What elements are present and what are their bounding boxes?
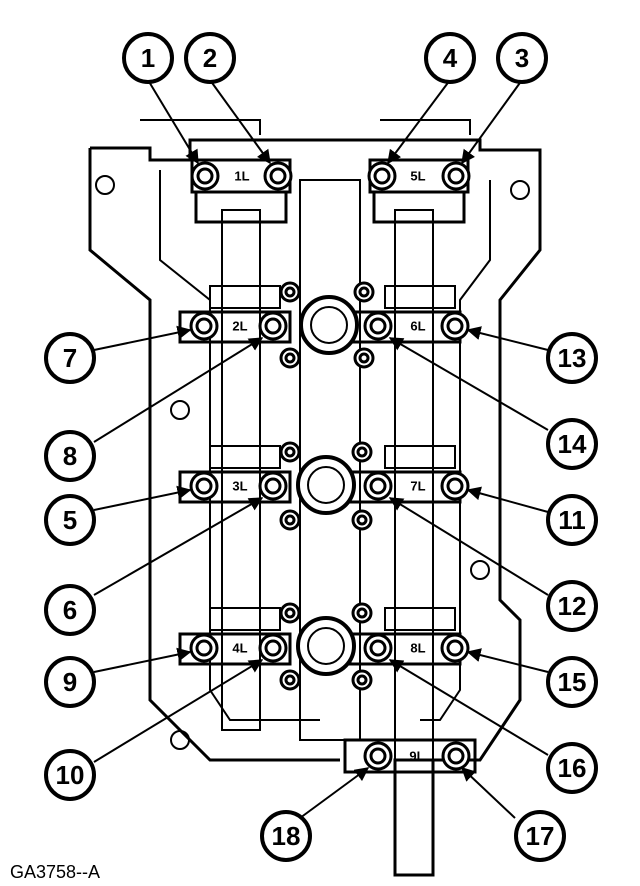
svg-text:4: 4 — [443, 43, 458, 73]
cap-label-6L: 6L — [410, 319, 425, 334]
bearing-cap-5L: 5L — [367, 158, 471, 224]
cap-label-8L: 8L — [410, 641, 425, 656]
svg-text:1: 1 — [141, 43, 155, 73]
camshafts — [221, 179, 435, 877]
callout-5: 5 — [44, 494, 96, 546]
cap-label-2L: 2L — [232, 319, 247, 334]
svg-text:7: 7 — [63, 343, 77, 373]
svg-text:5: 5 — [63, 505, 77, 535]
callout-3: 3 — [496, 32, 548, 84]
svg-text:16: 16 — [558, 753, 587, 783]
svg-text:14: 14 — [558, 429, 587, 459]
bearing-cap-row-3: 3L 7L — [178, 441, 470, 531]
callout-17: 17 — [514, 810, 566, 862]
callout-10: 10 — [44, 749, 96, 801]
cap-label-3L: 3L — [232, 479, 247, 494]
bearing-cap-1L: 1L — [190, 158, 293, 224]
callout-7: 7 — [44, 332, 96, 384]
svg-text:8: 8 — [63, 441, 77, 471]
leader-lines — [93, 79, 549, 819]
svg-text:15: 15 — [558, 667, 587, 697]
callout-9: 9 — [44, 656, 96, 708]
callout-14: 14 — [546, 418, 598, 470]
bearing-cap-9L: 9L — [343, 738, 477, 774]
svg-text:11: 11 — [558, 505, 586, 535]
cap-label-7L: 7L — [410, 479, 425, 494]
bearing-cap-row-4: 4L 8L — [178, 602, 470, 691]
svg-text:2: 2 — [203, 43, 217, 73]
svg-text:13: 13 — [558, 343, 587, 373]
svg-text:12: 12 — [558, 591, 587, 621]
callout-18: 18 — [260, 810, 312, 862]
svg-text:18: 18 — [272, 821, 301, 851]
callout-8: 8 — [44, 430, 96, 482]
cap-label-1L: 1L — [234, 169, 249, 184]
cap-label-9L: 9L — [409, 749, 424, 764]
bearing-cap-row-2: 2L 6L — [178, 281, 470, 369]
cap-label-5L: 5L — [410, 169, 425, 184]
callout-6: 6 — [44, 584, 96, 636]
svg-text:10: 10 — [56, 760, 85, 790]
svg-text:3: 3 — [515, 43, 529, 73]
svg-text:17: 17 — [526, 821, 555, 851]
callout-4: 4 — [424, 32, 476, 84]
callout-2: 2 — [184, 32, 236, 84]
cylinder-head-outline — [88, 119, 542, 762]
callout-11: 11 — [546, 494, 598, 546]
callout-1: 1 — [122, 32, 174, 84]
svg-text:6: 6 — [63, 595, 77, 625]
cap-label-4L: 4L — [232, 641, 247, 656]
callout-16: 16 — [546, 742, 598, 794]
callout-13: 13 — [546, 332, 598, 384]
callout-15: 15 — [546, 656, 598, 708]
callout-12: 12 — [546, 580, 598, 632]
svg-text:9: 9 — [63, 667, 77, 697]
figure-id-label: GA3758--A — [10, 862, 100, 882]
